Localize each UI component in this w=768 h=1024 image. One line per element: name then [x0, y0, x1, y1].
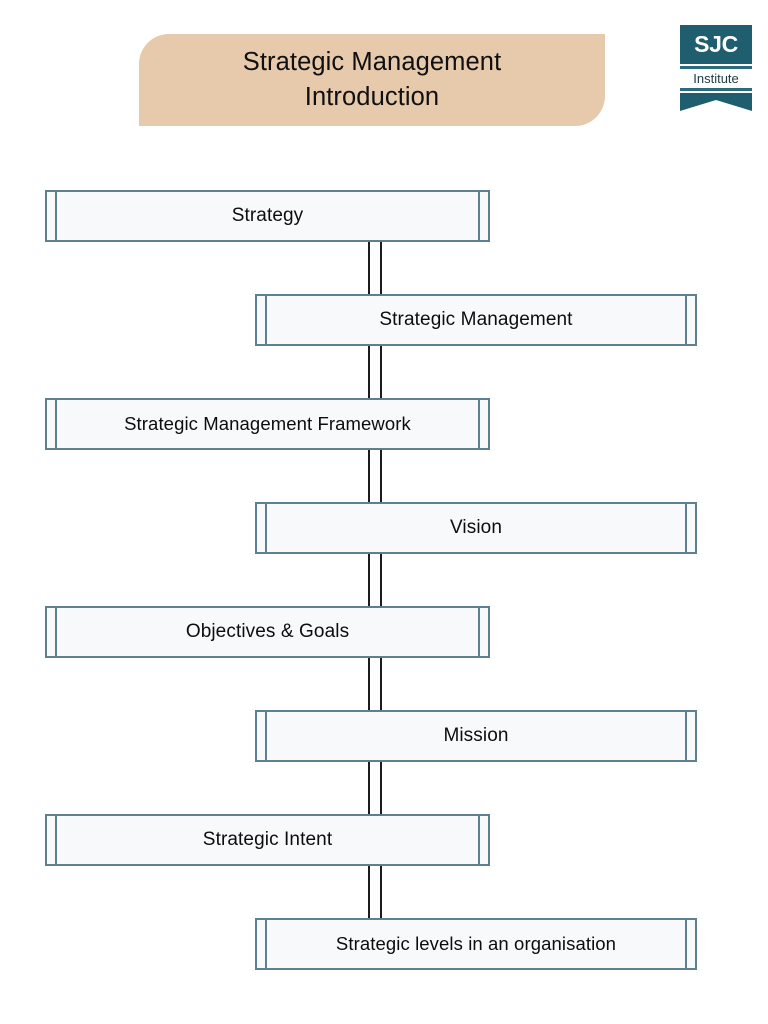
flow-connector — [368, 652, 382, 716]
flow-connector — [368, 340, 382, 404]
flow-connector — [368, 236, 382, 300]
logo-wordmark: Institute — [693, 71, 739, 86]
logo-divider-bottom — [680, 88, 752, 91]
connector-line-left — [368, 860, 370, 924]
flow-box-label: Mission — [443, 725, 509, 746]
connector-line-left — [368, 340, 370, 404]
flow-box-label: Vision — [449, 517, 502, 538]
flow-box-label: Strategic Management Framework — [124, 413, 411, 434]
logo-ribbon-icon — [680, 93, 752, 111]
flow-box-7[interactable]: Strategic Intent — [45, 814, 490, 866]
logo-mark-block: SJC — [680, 25, 752, 64]
logo-mark-text: SJC — [694, 31, 738, 57]
flow-box-5[interactable]: Objectives & Goals — [45, 606, 490, 658]
flow-connector — [368, 756, 382, 820]
connector-line-left — [368, 652, 370, 716]
flow-box-label: Objectives & Goals — [185, 621, 350, 642]
connector-line-right — [380, 860, 382, 924]
connector-line-right — [380, 756, 382, 820]
connector-line-right — [380, 444, 382, 508]
flow-box-4[interactable]: Vision — [255, 502, 697, 554]
connector-line-left — [368, 236, 370, 300]
flow-box-8[interactable]: Strategic levels in an organisation — [255, 918, 697, 970]
flow-connector — [368, 860, 382, 924]
flow-connector — [368, 548, 382, 612]
connector-line-left — [368, 444, 370, 508]
flow-box-label: Strategy — [231, 205, 304, 226]
flow-box-1[interactable]: Strategy — [45, 190, 490, 242]
page-title: Strategic Management Introduction — [242, 47, 502, 111]
flow-box-3[interactable]: Strategic Management Framework — [45, 398, 490, 450]
connector-line-left — [368, 756, 370, 820]
flow-box-label: Strategic levels in an organisation — [335, 933, 617, 954]
connector-line-right — [380, 652, 382, 716]
flow-box-label: Strategic Management — [379, 309, 573, 330]
slide-title-banner: Strategic Management Introduction — [139, 34, 605, 126]
flow-box-2[interactable]: Strategic Management — [255, 294, 697, 346]
connector-line-right — [380, 340, 382, 404]
flow-box-6[interactable]: Mission — [255, 710, 697, 762]
flow-box-label: Strategic Intent — [202, 829, 333, 850]
flow-connector — [368, 444, 382, 508]
connector-line-left — [368, 548, 370, 612]
sjc-institute-logo: SJC Institute — [680, 25, 752, 111]
connector-line-right — [380, 236, 382, 300]
connector-line-right — [380, 548, 382, 612]
logo-divider-top — [680, 66, 752, 69]
